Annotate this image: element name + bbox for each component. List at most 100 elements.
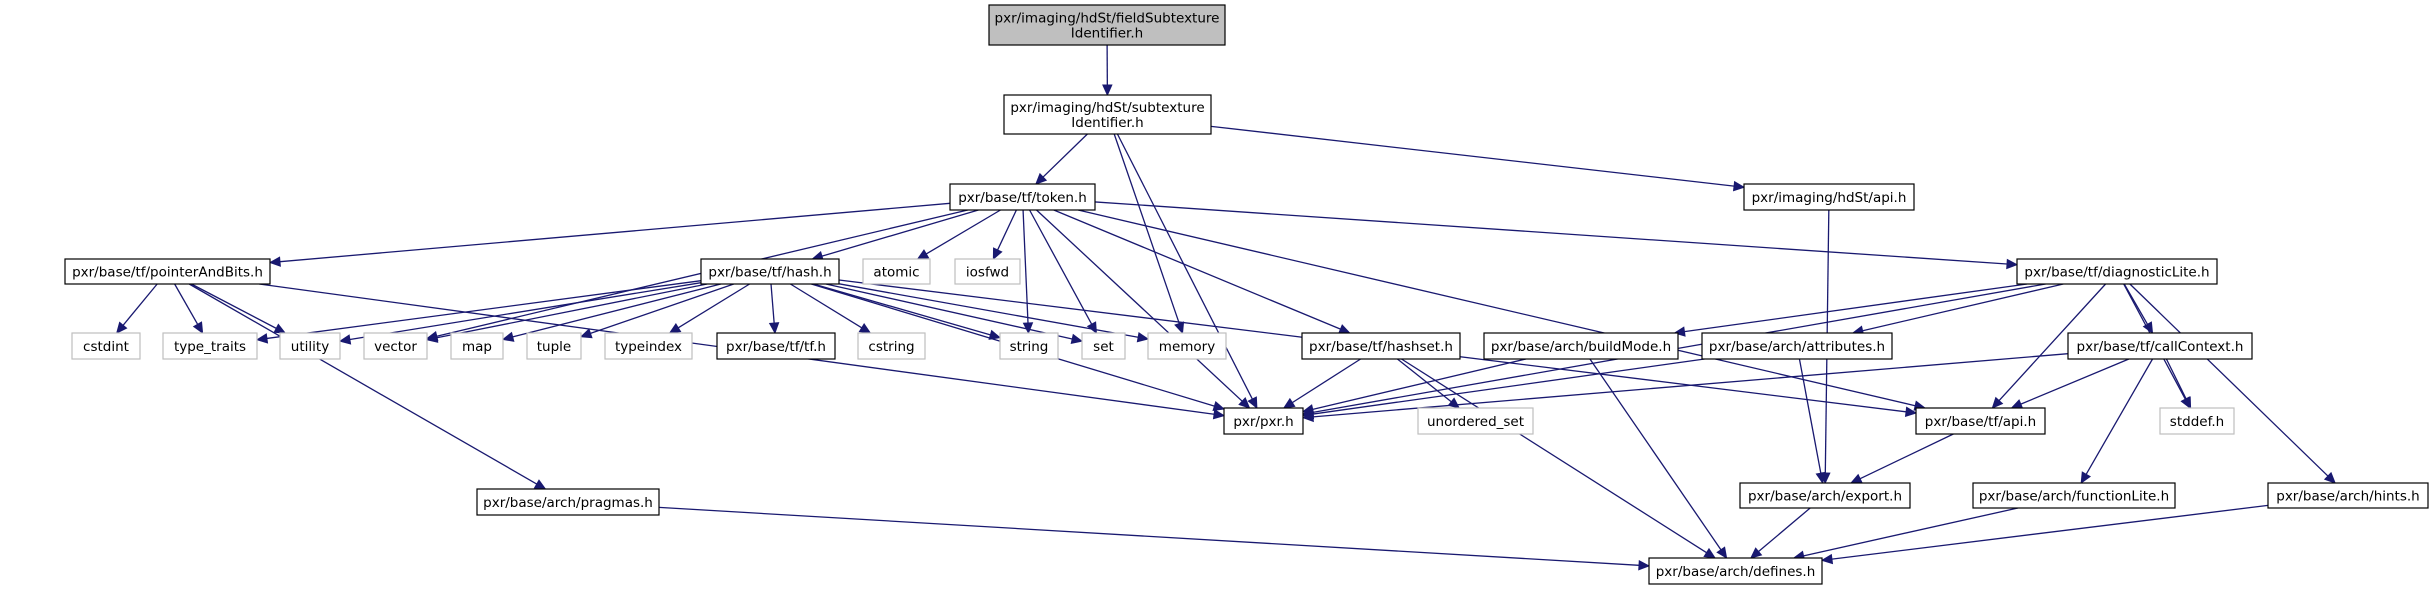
arrowhead-icon [668, 323, 682, 334]
edge-line [821, 209, 979, 257]
node-label: stddef.h [2170, 414, 2224, 430]
edge-subtex-to-token [1035, 133, 1088, 185]
node-iosfwd: iosfwd [954, 258, 1021, 285]
edge-hash-to-vector [425, 283, 708, 343]
node-label: unordered_set [1427, 414, 1524, 430]
node-pxr[interactable]: pxr/pxr.h [1223, 407, 1304, 435]
node-box [162, 332, 258, 360]
node-box [71, 332, 141, 360]
edge-line [1396, 358, 1452, 403]
node-pragmas[interactable]: pxr/base/arch/pragmas.h [476, 488, 660, 516]
edge-tfapi-to-export [1849, 433, 1954, 484]
edge-hash-to-cstring [790, 283, 872, 334]
node-box [1081, 332, 1126, 360]
arrowhead-icon [1102, 84, 1113, 97]
node-pab[interactable]: pxr/base/tf/pointerAndBits.h [64, 258, 271, 285]
node-tfapi[interactable]: pxr/base/tf/api.h [1915, 407, 2046, 435]
arrowhead-icon [2006, 258, 2019, 270]
edge-line [1210, 125, 1735, 187]
arrowhead-icon [1282, 397, 1296, 409]
edge-line [1859, 433, 1954, 480]
edge-line [1028, 209, 1093, 325]
edge-line [512, 283, 721, 338]
node-label: pxr/base/arch/pragmas.h [483, 495, 653, 511]
edge-line [1053, 209, 1341, 330]
arrowhead-icon [1238, 396, 1251, 409]
node-box [526, 332, 582, 360]
node-token[interactable]: pxr/base/tf/token.h [949, 183, 1096, 211]
node-memory: memory [1147, 332, 1227, 360]
node-box [2267, 482, 2429, 509]
edge-token-to-string [1022, 209, 1034, 335]
node-diag[interactable]: pxr/base/tf/diagnosticLite.h [2016, 258, 2218, 285]
edge-line [1036, 209, 1243, 402]
node-label: pxr/base/tf/hash.h [708, 265, 831, 281]
edge-subtex-to-memory [1113, 133, 1185, 335]
edge-line [590, 283, 734, 335]
edge-line [191, 283, 277, 329]
edge-line [1312, 358, 1527, 411]
edge-line [1077, 209, 1916, 407]
edge-line [349, 282, 702, 341]
node-hashset[interactable]: pxr/base/tf/hashset.h [1301, 332, 1461, 360]
edge-line [1758, 507, 1811, 553]
arrowhead-icon [338, 334, 352, 345]
edge-line [266, 280, 702, 340]
node-box [716, 332, 836, 360]
edge-hash-to-map [501, 283, 721, 342]
edge-hash-to-tfh [768, 283, 780, 335]
node-label: vector [374, 339, 417, 355]
node-buildmode[interactable]: pxr/base/arch/buildMode.h [1483, 332, 1679, 360]
node-root[interactable]: pxr/imaging/hdSt/fieldSubtextureIdentifi… [988, 4, 1226, 46]
edge-callctx-to-pxr [1301, 353, 2069, 423]
node-hdstapi[interactable]: pxr/imaging/hdSt/api.h [1743, 183, 1915, 211]
node-hash[interactable]: pxr/base/tf/hash.h [700, 258, 840, 285]
edge-token-to-pxr [1036, 209, 1251, 409]
arrowhead-icon [1815, 471, 1826, 485]
arrowhead-icon [1991, 396, 2004, 409]
node-label: pxr/base/arch/export.h [1748, 489, 1902, 505]
node-label: pxr/imaging/hdSt/subtexture [1010, 100, 1204, 116]
arrowhead-icon [916, 249, 930, 260]
node-label: Identifier.h [1071, 115, 1143, 131]
node-box [1147, 332, 1227, 360]
node-box [1223, 407, 1304, 435]
edge-line [1291, 358, 1361, 404]
node-label: pxr/base/tf/tf.h [726, 339, 826, 355]
edges-layer [115, 44, 2336, 571]
node-box [476, 488, 660, 516]
node-box [64, 258, 271, 285]
node-label: atomic [873, 265, 919, 281]
node-label: cstdint [83, 339, 129, 355]
node-box [1648, 557, 1823, 585]
edge-token-to-hashset [1053, 209, 1351, 334]
node-hints[interactable]: pxr/base/arch/hints.h [2267, 482, 2429, 509]
edge-subtex-to-hdstapi [1210, 125, 1746, 192]
edge-line [838, 283, 1139, 338]
edge-hash-to-utility [338, 282, 702, 345]
node-box [363, 332, 428, 360]
arrowhead-icon [501, 331, 515, 342]
node-tuple: tuple [526, 332, 582, 360]
node-label: memory [1159, 339, 1215, 355]
edge-line [436, 283, 708, 339]
node-export[interactable]: pxr/base/arch/export.h [1739, 482, 1911, 509]
node-attributes[interactable]: pxr/base/arch/attributes.h [1701, 332, 1893, 360]
node-functionlite[interactable]: pxr/base/arch/functionLite.h [1972, 482, 2176, 509]
arrowhead-icon [425, 332, 439, 343]
edge-line [188, 283, 538, 485]
edge-token-to-tfapi [1077, 209, 1927, 411]
edge-diag-to-hints [2129, 283, 2336, 484]
node-tfh[interactable]: pxr/base/tf/tf.h [716, 332, 836, 360]
edge-hints-to-defines [1820, 504, 2269, 565]
edge-line [1042, 133, 1088, 178]
edge-line [1312, 353, 2069, 418]
node-callctx[interactable]: pxr/base/tf/callContext.h [2067, 332, 2253, 360]
node-cstdint: cstdint [71, 332, 141, 360]
edge-pab-to-cstdint [115, 283, 158, 334]
node-box [862, 258, 931, 285]
node-label: string [1010, 339, 1049, 355]
node-defines[interactable]: pxr/base/arch/defines.h [1648, 557, 1823, 585]
